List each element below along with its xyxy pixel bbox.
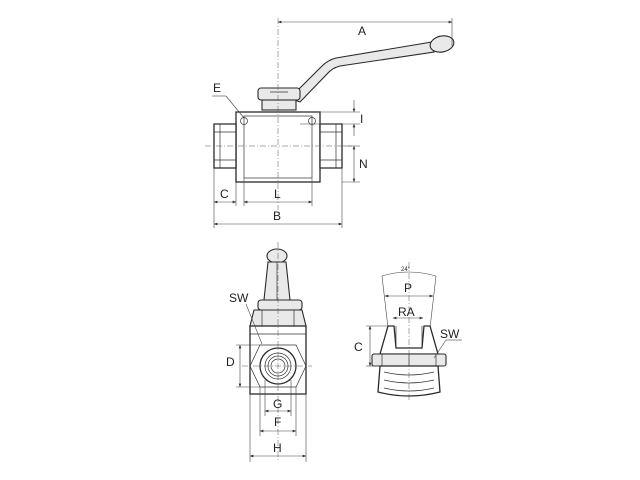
stem-cap [257,87,301,101]
dim-label-a: A [358,24,366,38]
dim-label-n: N [359,157,368,171]
side-view: A E I N C L B [205,18,455,228]
dim-label-d: D [226,355,235,369]
fitting-detail-view: 24° P RA C SW [354,262,462,402]
dim-label-ra: RA [398,305,415,319]
front-stem-cap [257,299,303,311]
stem-nut [261,99,297,111]
label-e: E [213,81,221,95]
dim-label-c-side: C [220,187,229,201]
dim-label-f: F [274,415,281,429]
label-sw-front: SW [229,291,249,305]
dim-label-b: B [273,209,281,223]
dim-label-l: L [274,187,281,201]
dim-label-c-detail: C [354,340,363,354]
handle-knob [429,35,455,53]
label-sw-detail: SW [440,327,460,341]
front-view: SW D G F H [226,242,312,462]
label-angle: 24° [401,267,411,273]
handle-lever [289,41,435,103]
bolt-left [240,117,248,125]
dim-label-g: G [273,397,282,411]
dim-label-p: P [404,281,412,295]
front-handle-knob [266,248,288,264]
dim-label-i: I [360,112,363,126]
dim-label-h: H [273,441,282,455]
bolt-right [308,117,316,125]
